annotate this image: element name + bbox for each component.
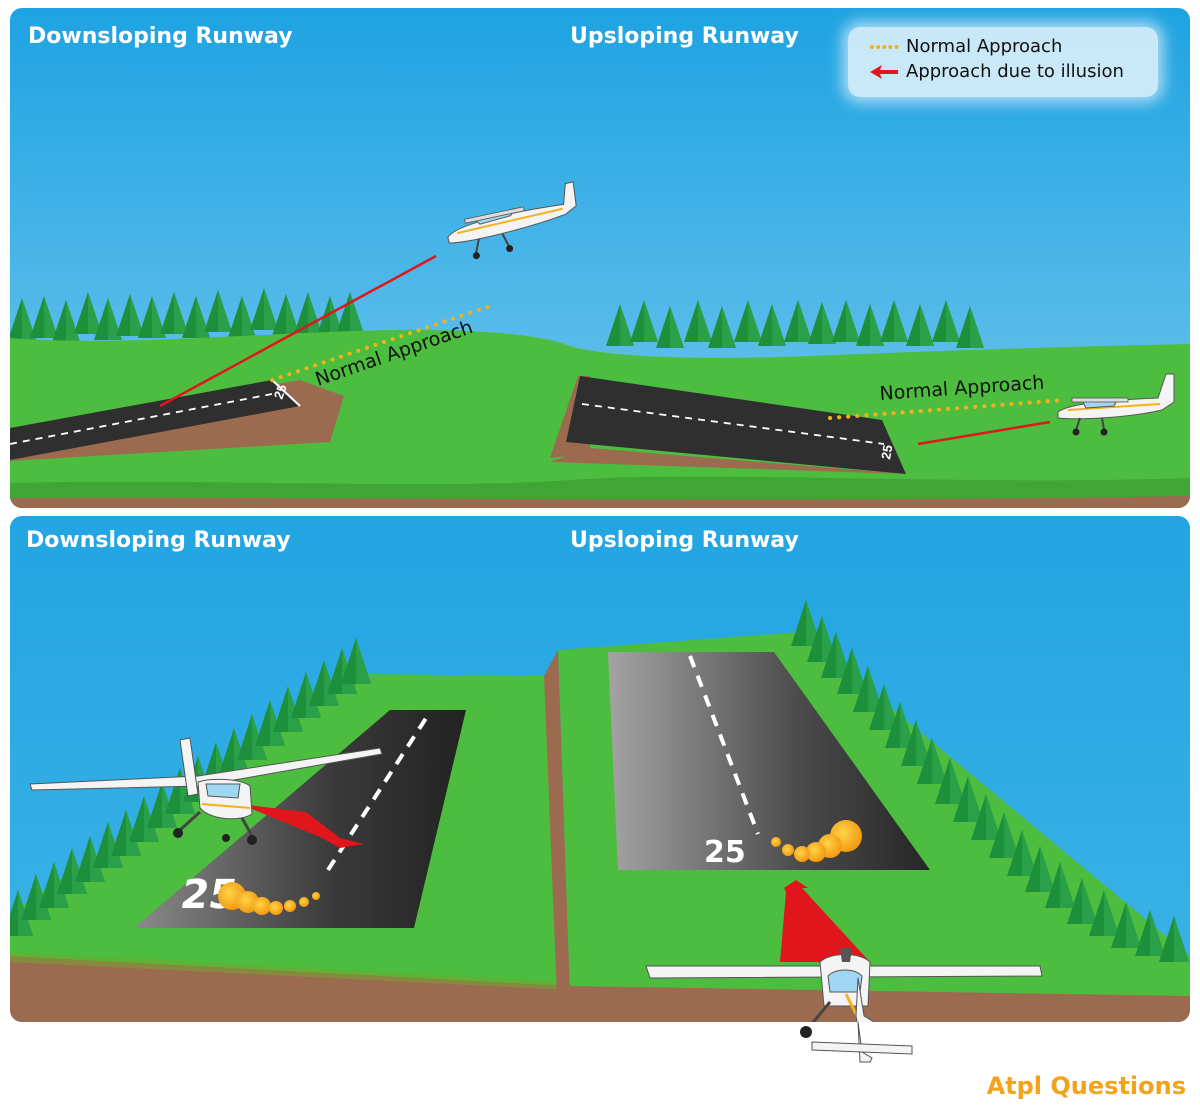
runway-centerline-right [688, 655, 760, 835]
legend-normal-label: Normal Approach [906, 36, 1063, 57]
red-arrow-icon [870, 64, 906, 79]
aircraft-icon [447, 181, 577, 260]
bottom-scene: 25 [10, 516, 1190, 1022]
legend-illusion-label: Approach due to illusion [906, 61, 1124, 82]
top-panel: 25 25 Normal Approach Normal Approach [10, 8, 1190, 508]
runway-number-top-right: 25 [878, 444, 895, 461]
normal-approach-dots-left [270, 302, 498, 382]
orange-dotted-path-icon [870, 43, 906, 51]
legend-normal: Normal Approach [870, 36, 1062, 57]
illusion-approach-line-right [917, 420, 1051, 446]
normal-approach-dots-right [828, 398, 1066, 420]
bottom-panel: 25 [10, 516, 1190, 1022]
aircraft-icon [1057, 373, 1175, 436]
illusion-approach-line-left [159, 254, 437, 408]
runway-downsloping: 25 [10, 379, 344, 461]
runway-upsloping-view [608, 652, 930, 870]
legend: Normal Approach Approach due to illusion [848, 27, 1158, 97]
touchdown-path-left [218, 882, 320, 915]
red-arrow-icon [780, 880, 870, 962]
runway-upsloping: 25 [550, 376, 906, 474]
legend-illusion: Approach due to illusion [870, 61, 1124, 82]
touchdown-path-right [771, 820, 862, 862]
aircraft-icon [29, 737, 383, 845]
top-left-title: Downsloping Runway [28, 24, 293, 49]
aircraft-icon [645, 948, 1043, 1022]
bottom-right-title: Upsloping Runway [570, 528, 799, 553]
red-arrow-icon [240, 804, 364, 848]
bottom-left-title: Downsloping Runway [26, 528, 291, 553]
brand-logo: Atpl Questions [986, 1072, 1186, 1100]
top-right-title: Upsloping Runway [570, 24, 799, 49]
runway-number-bottom-right: 25 [704, 835, 746, 870]
runway-number-top-left: 25 [271, 382, 290, 401]
